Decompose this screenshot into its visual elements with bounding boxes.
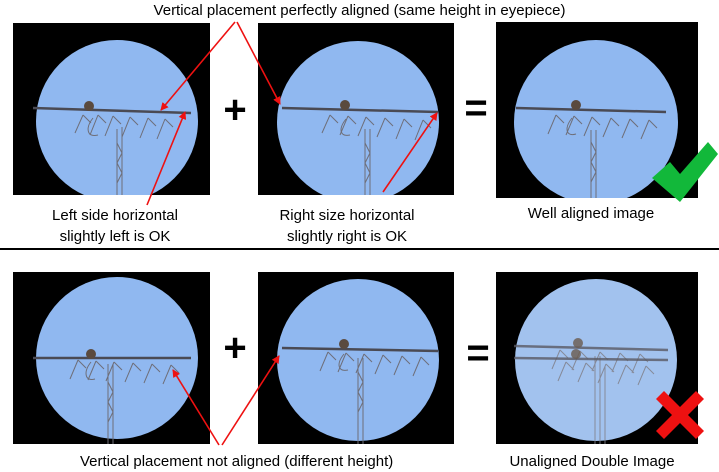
eyepiece-circle bbox=[277, 41, 439, 195]
left-eyepiece-view-bottom bbox=[13, 272, 210, 444]
caption-line: Right size horizontal bbox=[279, 207, 415, 224]
right-caption-top: Right size horizontal slightly right is … bbox=[252, 205, 442, 247]
eyepiece-circle bbox=[514, 40, 678, 198]
left-caption-top: Left side horizontal slightly left is OK bbox=[20, 205, 210, 247]
top-title: Vertical placement perfectly aligned (sa… bbox=[153, 2, 566, 19]
section-divider bbox=[0, 248, 719, 250]
red-x-icon bbox=[650, 385, 710, 445]
equals-sign-bottom: = bbox=[466, 331, 490, 375]
right-eyepiece-view-bottom bbox=[258, 272, 454, 444]
eyepiece-circle bbox=[513, 279, 677, 444]
caption-line: slightly left is OK bbox=[59, 228, 171, 245]
result-caption-bottom: Unaligned Double Image bbox=[509, 453, 675, 470]
caption-line: Left side horizontal bbox=[52, 207, 178, 224]
caption-line: slightly right is OK bbox=[286, 228, 408, 245]
left-eyepiece-view-top bbox=[13, 23, 210, 195]
check-mark-icon bbox=[650, 138, 719, 208]
bottom-caption: Vertical placement not aligned (differen… bbox=[80, 453, 394, 470]
plus-sign-top: + bbox=[223, 88, 247, 132]
eyepiece-circle bbox=[277, 279, 439, 444]
combined-view-bottom bbox=[496, 272, 698, 444]
combined-view-top bbox=[496, 22, 698, 198]
plus-sign-bottom: + bbox=[223, 326, 247, 370]
eyepiece-circle bbox=[33, 277, 198, 444]
right-eyepiece-view-top bbox=[258, 23, 454, 195]
result-caption-top: Well aligned image bbox=[527, 205, 655, 222]
equals-sign-top: = bbox=[464, 86, 488, 130]
eyepiece-circle bbox=[32, 40, 198, 195]
